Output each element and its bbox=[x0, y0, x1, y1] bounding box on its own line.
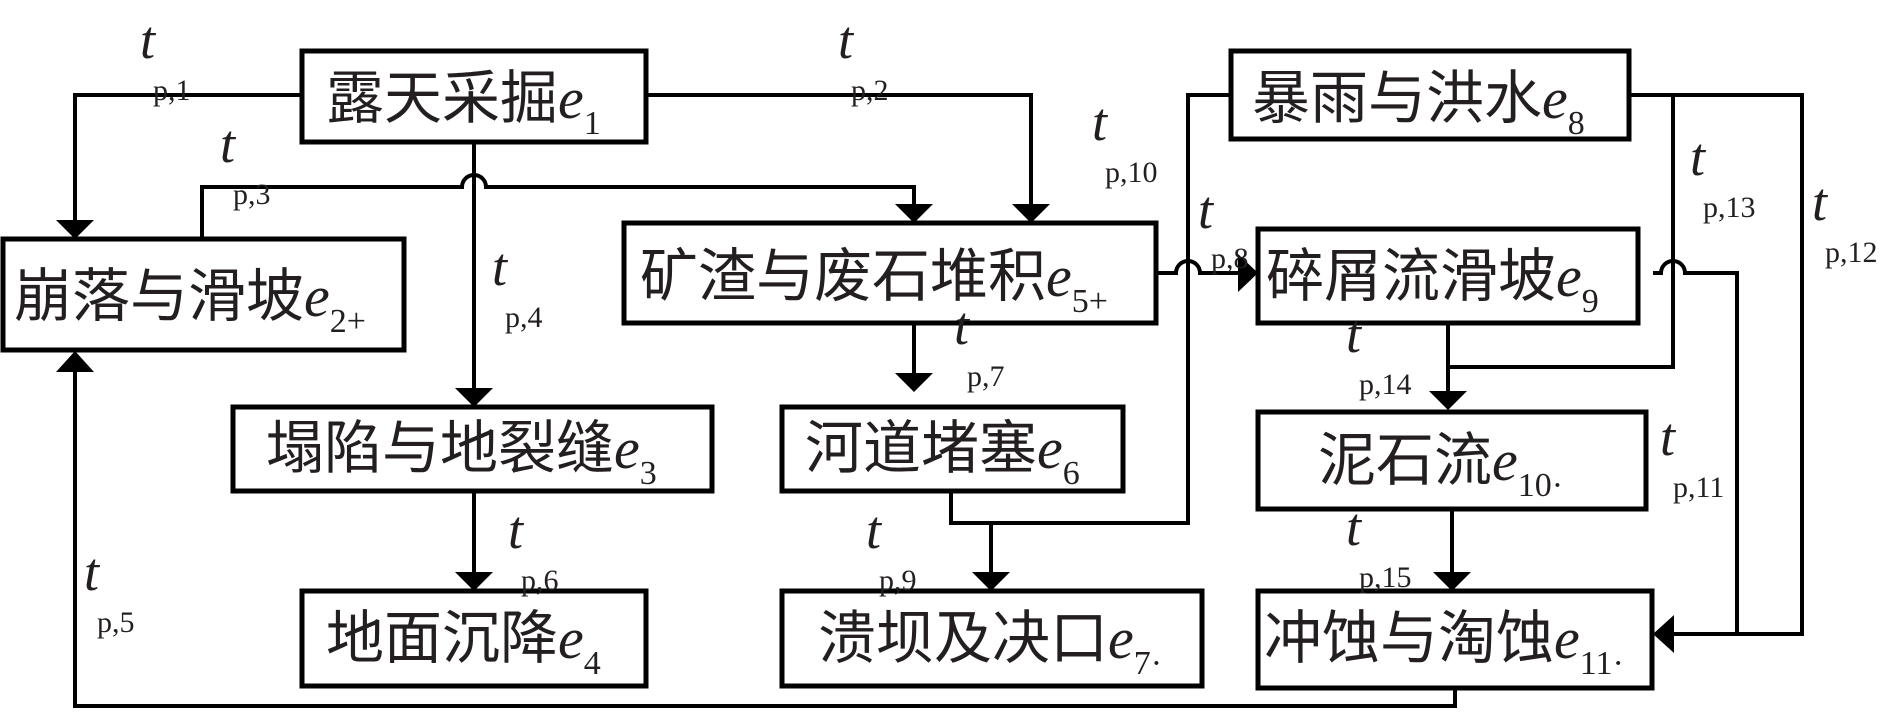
node-label: 冲蚀与淘蚀 bbox=[1264, 604, 1554, 672]
svg-text:碎屑流滑坡e9: 碎屑流滑坡e9 bbox=[1266, 242, 1599, 320]
arrowhead-tp14 bbox=[1429, 391, 1467, 410]
node-var: e bbox=[304, 264, 330, 329]
arrowhead-tp11 bbox=[1653, 615, 1674, 653]
node-label: 地面沉降 bbox=[326, 604, 558, 672]
nodes: 露天采掘e1 崩落与滑坡e2+ 塌陷与地裂缝e3 地面沉降e4 矿渣与废石堆积e… bbox=[0, 48, 1655, 691]
node-e5[interactable]: 矿渣与废石堆积e5+ bbox=[621, 220, 1159, 326]
node-subscript: 3 bbox=[640, 455, 657, 492]
node-subscript: 8 bbox=[1568, 105, 1585, 142]
node-e2[interactable]: 崩落与滑坡e2+ bbox=[0, 236, 407, 353]
node-label: 露天采掘 bbox=[326, 64, 558, 132]
edge-tp12 bbox=[1629, 93, 1804, 636]
node-subscript: 9 bbox=[1582, 283, 1599, 320]
node-var: e bbox=[1108, 606, 1134, 671]
edge-tp2 bbox=[646, 93, 1033, 206]
node-label: 暴雨与洪水 bbox=[1252, 64, 1542, 132]
arrowhead-tp8 bbox=[1238, 254, 1258, 292]
arrowhead-tp3 bbox=[895, 204, 933, 223]
arrowhead-tp7 bbox=[895, 373, 933, 392]
node-e3[interactable]: 塌陷与地裂缝e3 bbox=[230, 404, 715, 494]
node-label: 崩落与滑坡 bbox=[14, 262, 304, 330]
arrowhead-tp5 bbox=[56, 351, 94, 372]
svg-text:地面沉降e4: 地面沉降e4 bbox=[326, 604, 601, 682]
node-e8[interactable]: 暴雨与洪水e8 bbox=[1228, 48, 1632, 142]
node-label: 溃坝及决口 bbox=[818, 604, 1108, 672]
node-e6[interactable]: 河道堵塞e6 bbox=[779, 404, 1126, 494]
node-subscript: 1 bbox=[584, 105, 601, 142]
node-var: e bbox=[558, 66, 584, 131]
node-var: e bbox=[1556, 244, 1582, 309]
svg-text:露天采掘e1: 露天采掘e1 bbox=[326, 64, 601, 142]
node-subscript: 6 bbox=[1063, 455, 1080, 492]
edge-tp10 bbox=[949, 93, 1231, 525]
node-subscript: 7· bbox=[1134, 645, 1162, 682]
svg-text:塌陷与地裂缝e3: 塌陷与地裂缝e3 bbox=[266, 414, 657, 492]
svg-text:溃坝及决口e7·: 溃坝及决口e7· bbox=[818, 604, 1162, 682]
node-var: e bbox=[1046, 244, 1072, 309]
node-subscript: 2+ bbox=[330, 303, 366, 340]
node-label: 塌陷与地裂缝 bbox=[266, 414, 614, 482]
node-label: 碎屑流滑坡 bbox=[1266, 242, 1556, 310]
node-label: 矿渣与废石堆积 bbox=[640, 242, 1046, 310]
svg-text:冲蚀与淘蚀e11·: 冲蚀与淘蚀e11· bbox=[1264, 604, 1624, 682]
node-subscript: 4 bbox=[584, 645, 601, 682]
arrowhead-tp1 bbox=[56, 220, 94, 239]
node-var: e bbox=[1037, 416, 1063, 481]
edge-tp1 bbox=[73, 93, 302, 222]
connectors bbox=[56, 93, 1804, 708]
node-label: 泥石流 bbox=[1318, 426, 1492, 494]
svg-text:暴雨与洪水e8: 暴雨与洪水e8 bbox=[1252, 64, 1585, 142]
node-var: e bbox=[1492, 428, 1518, 493]
node-subscript: 5+ bbox=[1072, 283, 1108, 320]
arrowhead-tp9 bbox=[972, 572, 1010, 591]
node-label: 河道堵塞 bbox=[805, 414, 1037, 482]
svg-text:崩落与滑坡e2+: 崩落与滑坡e2+ bbox=[14, 262, 366, 340]
svg-text:矿渣与废石堆积e5+: 矿渣与废石堆积e5+ bbox=[640, 242, 1108, 320]
edge-tp13 bbox=[1448, 95, 1675, 369]
node-e4[interactable]: 地面沉降e4 bbox=[299, 588, 649, 689]
arrowhead-tp4 bbox=[455, 388, 493, 407]
svg-text:泥石流e10·: 泥石流e10· bbox=[1318, 426, 1563, 504]
node-var: e bbox=[558, 606, 584, 671]
node-e11[interactable]: 冲蚀与淘蚀e11· bbox=[1255, 588, 1655, 691]
node-var: e bbox=[1542, 66, 1568, 131]
node-e9[interactable]: 碎屑流滑坡e9 bbox=[1255, 226, 1641, 326]
arrowhead-tp6 bbox=[455, 572, 493, 591]
node-subscript: 11· bbox=[1580, 645, 1624, 682]
arrowhead-tp2 bbox=[1012, 204, 1050, 223]
node-var: e bbox=[1554, 606, 1580, 671]
edge-tp11 bbox=[1653, 259, 1739, 636]
node-var: e bbox=[614, 416, 640, 481]
edge-tp5 bbox=[73, 368, 1457, 708]
node-subscript: 10· bbox=[1518, 467, 1563, 504]
svg-text:河道堵塞e6: 河道堵塞e6 bbox=[805, 414, 1080, 492]
node-e1[interactable]: 露天采掘e1 bbox=[299, 48, 649, 145]
node-e10[interactable]: 泥石流e10· bbox=[1255, 409, 1649, 512]
arrowhead-tp15 bbox=[1433, 572, 1471, 591]
node-e7[interactable]: 溃坝及决口e7· bbox=[779, 588, 1205, 689]
